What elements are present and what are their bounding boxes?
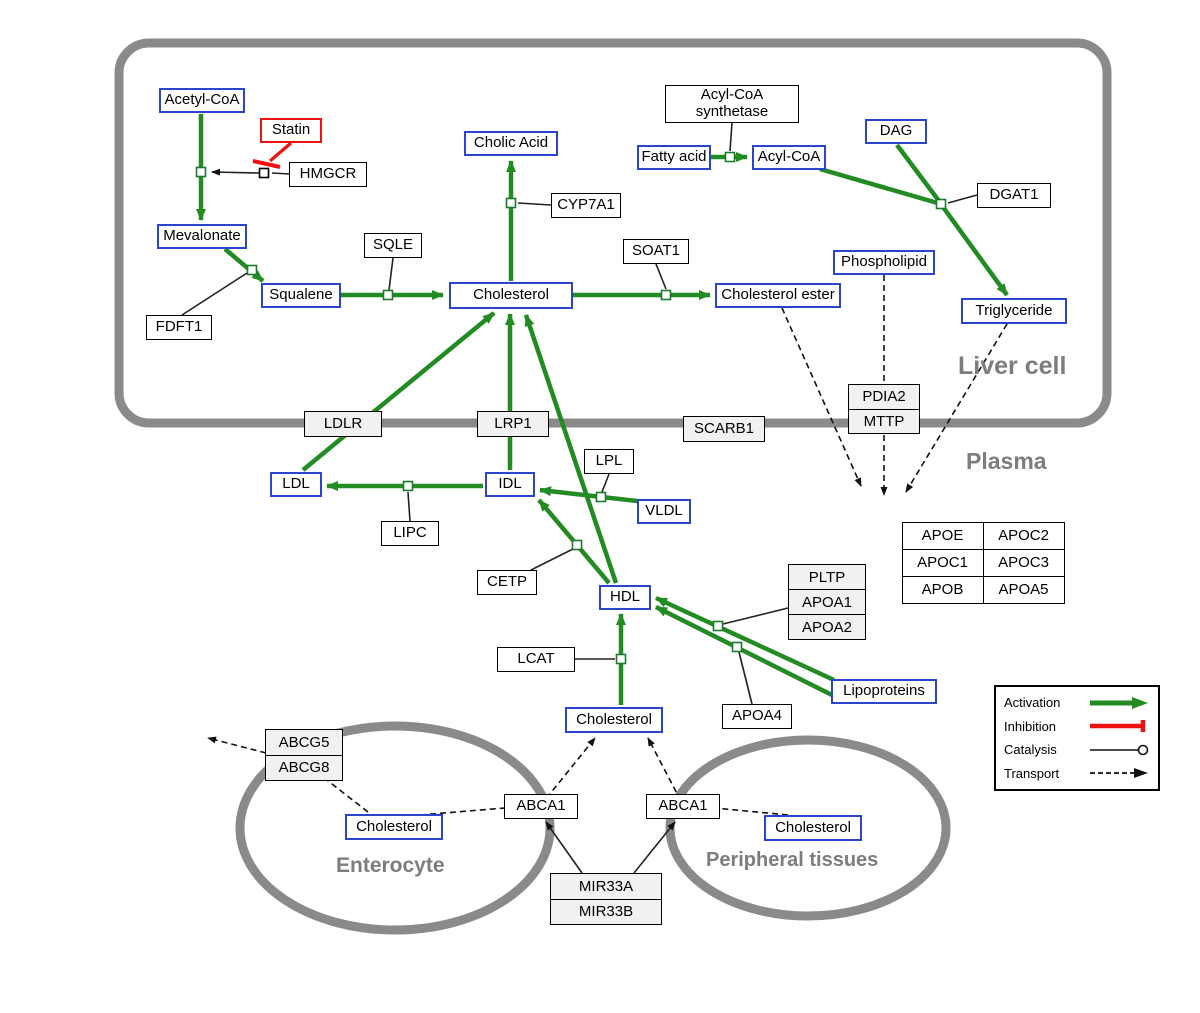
node-cetp[interactable]: CETP	[477, 570, 537, 595]
enterocyte-label: Enterocyte	[336, 854, 445, 877]
node-dag[interactable]: DAG	[865, 119, 927, 144]
node-hdl[interactable]: HDL	[599, 585, 651, 610]
node-apoa1[interactable]: APOA1	[788, 589, 866, 615]
node-fdft1[interactable]: FDFT1	[146, 315, 212, 340]
node-apoa4[interactable]: APOA4	[722, 704, 792, 729]
legend: Activation Inhibition Catalysis Transpor…	[994, 685, 1160, 791]
legend-catalysis-label: Catalysis	[1004, 742, 1057, 758]
legend-activation-row: Activation	[1004, 692, 1150, 714]
node-cholesterol-enterocyte[interactable]: Cholesterol	[345, 814, 443, 840]
node-mevalonate[interactable]: Mevalonate	[157, 224, 247, 249]
node-apoc1[interactable]: APOC1	[901, 548, 984, 577]
hmgcr-junction-node	[258, 167, 270, 179]
node-apoa2[interactable]: APOA2	[788, 614, 866, 640]
node-ldl[interactable]: LDL	[270, 472, 322, 497]
node-sqle[interactable]: SQLE	[364, 233, 422, 258]
node-triglyceride[interactable]: Triglyceride	[961, 298, 1067, 324]
node-cholesterol-ester[interactable]: Cholesterol ester	[715, 283, 841, 308]
node-cholic-acid[interactable]: Cholic Acid	[464, 131, 558, 156]
node-ldlr[interactable]: LDLR	[304, 411, 382, 437]
catalysis-edges	[181, 122, 978, 874]
node-abcg5[interactable]: ABCG5	[265, 729, 343, 756]
node-dgat1[interactable]: DGAT1	[977, 183, 1051, 208]
stack-pltp-apoa1-apoa2: PLTP APOA1 APOA2	[788, 564, 866, 640]
node-apoe[interactable]: APOE	[901, 521, 984, 550]
node-lipoproteins[interactable]: Lipoproteins	[831, 679, 937, 704]
node-mir33b[interactable]: MIR33B	[550, 898, 662, 925]
node-mir33a[interactable]: MIR33A	[550, 873, 662, 900]
legend-catalysis-row: Catalysis	[1004, 739, 1150, 761]
legend-activation-label: Activation	[1004, 695, 1061, 711]
reaction-nodes	[195, 151, 947, 665]
node-vldl[interactable]: VLDL	[637, 499, 691, 524]
plasma-label: Plasma	[966, 448, 1047, 474]
apolipoprotein-table: APOE APOC2 APOC1 APOC3 APOB APOA5	[901, 521, 1065, 604]
node-acyl-coa-synthetase[interactable]: Acyl-CoA synthetase	[665, 85, 799, 123]
stack-mir33a-mir33b: MIR33A MIR33B	[550, 873, 662, 925]
node-apoc3[interactable]: APOC3	[982, 548, 1065, 577]
node-apoa5[interactable]: APOA5	[982, 575, 1065, 604]
inhibition-tbar-icon	[1090, 720, 1146, 733]
stack-pdia2-mttp: PDIA2 MTTP	[848, 384, 920, 434]
node-lrp1[interactable]: LRP1	[477, 411, 549, 437]
node-mttp[interactable]: MTTP	[848, 408, 920, 434]
liver-cell-label: Liver cell	[958, 352, 1067, 380]
node-abca1-right[interactable]: ABCA1	[646, 794, 720, 819]
peripheral-tissues-label: Peripheral tissues	[706, 849, 879, 871]
legend-inhibition-row: Inhibition	[1004, 715, 1150, 737]
legend-inhibition-label: Inhibition	[1004, 718, 1057, 734]
node-phospholipid[interactable]: Phospholipid	[833, 250, 935, 275]
node-acyl-coa[interactable]: Acyl-CoA	[752, 145, 826, 170]
catalysis-circle-icon	[1090, 744, 1149, 756]
node-statin[interactable]: Statin	[260, 118, 322, 143]
node-cyp7a1[interactable]: CYP7A1	[551, 193, 621, 218]
node-acetyl-coa[interactable]: Acetyl-CoA	[159, 88, 245, 113]
node-soat1[interactable]: SOAT1	[623, 239, 689, 264]
node-squalene[interactable]: Squalene	[261, 283, 341, 308]
node-fatty-acid[interactable]: Fatty acid	[637, 145, 711, 170]
legend-transport-row: Transport	[1004, 762, 1150, 784]
node-cholesterol-peripheral[interactable]: Cholesterol	[764, 815, 862, 841]
node-apoc2[interactable]: APOC2	[982, 521, 1065, 550]
liver-cell-outline	[114, 38, 1112, 428]
node-lpl[interactable]: LPL	[584, 449, 634, 474]
stack-abcg5-abcg8: ABCG5 ABCG8	[265, 729, 343, 781]
node-lipc[interactable]: LIPC	[381, 521, 439, 546]
inhibition-edge	[252, 141, 293, 169]
node-apob[interactable]: APOB	[901, 575, 984, 604]
node-pdia2[interactable]: PDIA2	[848, 384, 920, 410]
legend-transport-label: Transport	[1004, 765, 1060, 781]
node-cholesterol-liver[interactable]: Cholesterol	[449, 282, 573, 309]
node-abca1-left[interactable]: ABCA1	[504, 794, 578, 819]
activation-arrow-icon	[1090, 696, 1148, 709]
transport-arrow-icon	[1090, 768, 1148, 779]
node-cholesterol-plasma[interactable]: Cholesterol	[565, 707, 663, 733]
node-idl[interactable]: IDL	[485, 472, 535, 497]
node-pltp[interactable]: PLTP	[788, 564, 866, 590]
node-abcg8[interactable]: ABCG8	[265, 754, 343, 781]
node-scarb1[interactable]: SCARB1	[683, 416, 765, 442]
node-lcat[interactable]: LCAT	[497, 647, 575, 672]
node-hmgcr[interactable]: HMGCR	[289, 162, 367, 187]
